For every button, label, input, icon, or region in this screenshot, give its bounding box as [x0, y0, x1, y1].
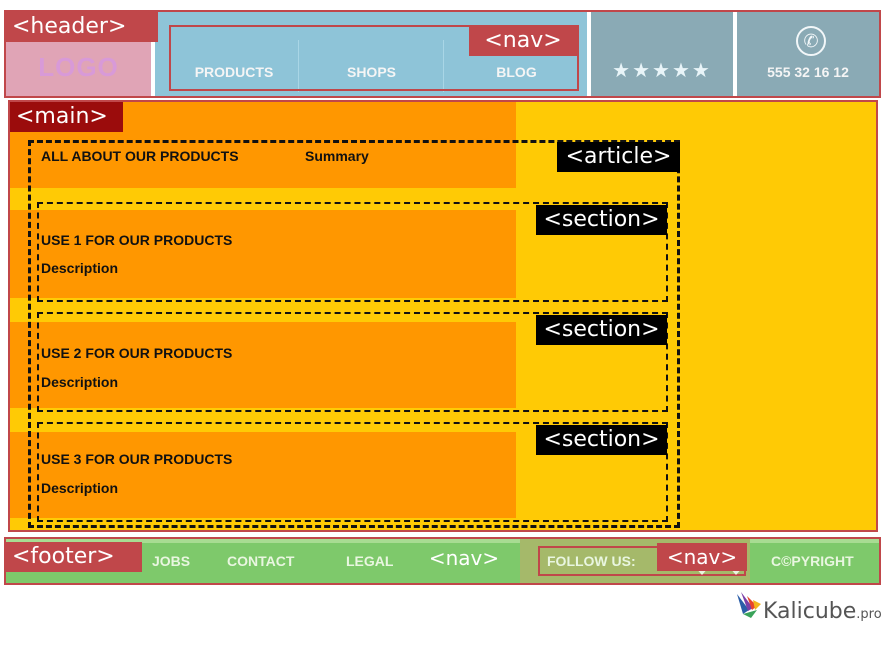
- article-summary: Summary: [305, 148, 369, 164]
- logo[interactable]: LOGO: [38, 52, 119, 82]
- footer-nav-label: <nav>: [428, 546, 500, 570]
- footer-link-legal[interactable]: LEGAL: [346, 553, 394, 569]
- section-title: USE 1 FOR OUR PRODUCTS: [41, 232, 233, 248]
- nav-item-blog[interactable]: BLOG: [496, 64, 537, 80]
- nav-divider: [298, 40, 299, 92]
- section-outline: [37, 202, 668, 302]
- section-tag: <section>: [536, 315, 667, 345]
- kalicube-bird-icon: [733, 590, 763, 620]
- section-outline: [37, 422, 668, 522]
- header-divider: [151, 12, 155, 96]
- footer-nav-tag: <nav>: [657, 543, 747, 571]
- section-bg: [10, 432, 516, 518]
- section-outline: [37, 312, 668, 412]
- phone-icon[interactable]: ✆: [796, 26, 826, 56]
- footer-tag: <footer>: [6, 542, 142, 572]
- header-nav-outline: [169, 25, 579, 91]
- header-tag: <header>: [6, 12, 158, 42]
- follow-us-label: FOLLOW US:: [547, 553, 636, 569]
- footer-link-jobs[interactable]: JOBS: [152, 553, 191, 569]
- footer-link-contact[interactable]: CONTACT: [227, 553, 295, 569]
- section-tag: <section>: [536, 205, 667, 235]
- section-title: USE 3 FOR OUR PRODUCTS: [41, 451, 233, 467]
- brand-suffix: .pro: [856, 607, 882, 622]
- section-bg: [10, 210, 516, 298]
- article-tag: <article>: [557, 142, 680, 172]
- section-description: Description: [41, 480, 119, 496]
- section-description: Description: [41, 374, 119, 390]
- section-tag: <section>: [536, 425, 667, 455]
- article-title: ALL ABOUT OUR PRODUCTS: [41, 148, 239, 164]
- article-outline: [28, 140, 680, 528]
- nav-item-products[interactable]: PRODUCTS: [194, 64, 274, 80]
- phone-number[interactable]: 555 32 16 12: [767, 64, 849, 80]
- section-bg: [10, 322, 516, 408]
- section-title: USE 2 FOR OUR PRODUCTS: [41, 345, 233, 361]
- header-divider: [733, 12, 737, 96]
- nav-divider: [443, 40, 444, 92]
- copyright: C©PYRIGHT: [771, 553, 854, 569]
- nav-item-shops[interactable]: SHOPS: [346, 64, 396, 80]
- section-description: Description: [41, 260, 119, 276]
- kalicube-wordmark: Kalicube.pro: [763, 599, 882, 624]
- brand-name: Kalicube: [763, 599, 857, 624]
- main-tag: <main>: [10, 102, 123, 132]
- header-divider: [587, 12, 591, 96]
- footer-stripe: [6, 539, 879, 543]
- rating-stars: ★★★★★: [612, 58, 712, 82]
- header-nav-tag: <nav>: [469, 26, 577, 56]
